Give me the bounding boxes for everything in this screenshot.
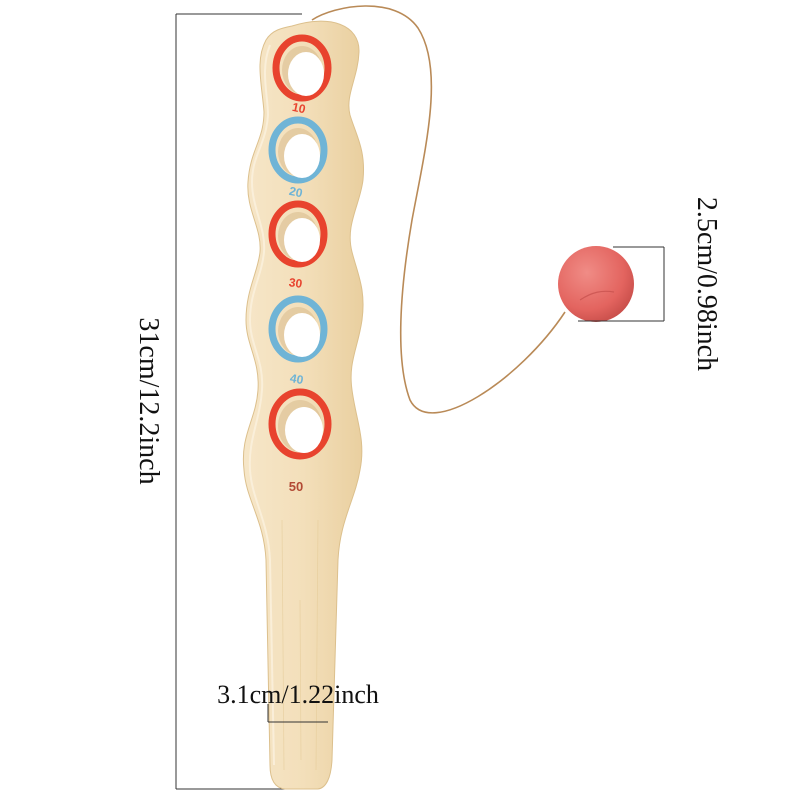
ring-hole-opening [288, 52, 324, 96]
ring-score-label: 50 [289, 479, 303, 494]
score-ring-40: 40 [268, 295, 328, 387]
ring-score-label: 40 [289, 371, 305, 387]
paddle: 10 20 30 40 50 [242, 20, 365, 790]
ring-outline [268, 295, 328, 363]
score-ring-10: 10 [272, 34, 332, 117]
ring-outline [268, 200, 328, 268]
ball-dimension: 2.5cm/0.98inch [578, 197, 722, 371]
ring-hole-opening [284, 313, 320, 357]
ball-seam [579, 290, 615, 301]
wood-grain [281, 519, 319, 771]
ring-outline [268, 388, 332, 460]
ring-outline [268, 116, 328, 184]
score-ring-20: 20 [268, 116, 328, 201]
ball-string [311, 5, 566, 414]
ring-score-label: 10 [291, 100, 307, 117]
score-ring-50: 50 [268, 388, 332, 494]
ball [558, 246, 634, 322]
ring-score-label: 30 [288, 275, 303, 291]
ring-hole-opening [284, 134, 320, 178]
ball-label: 2.5cm/0.98inch [691, 197, 722, 371]
ring-hole-opening [285, 407, 323, 453]
height-label: 31cm/12.2inch [133, 317, 164, 484]
foam-ball [558, 246, 634, 322]
height-dimension: 31cm/12.2inch [133, 13, 302, 790]
ring-score-label: 20 [288, 184, 304, 201]
paddle-body [242, 20, 365, 790]
width-label: 3.1cm/1.22inch [217, 680, 379, 709]
score-ring-30: 30 [268, 200, 328, 291]
width-dimension: 3.1cm/1.22inch [217, 680, 379, 723]
ring-outline [272, 34, 332, 102]
paddle-edge-highlight [248, 44, 275, 766]
ring-hole-opening [284, 218, 320, 262]
